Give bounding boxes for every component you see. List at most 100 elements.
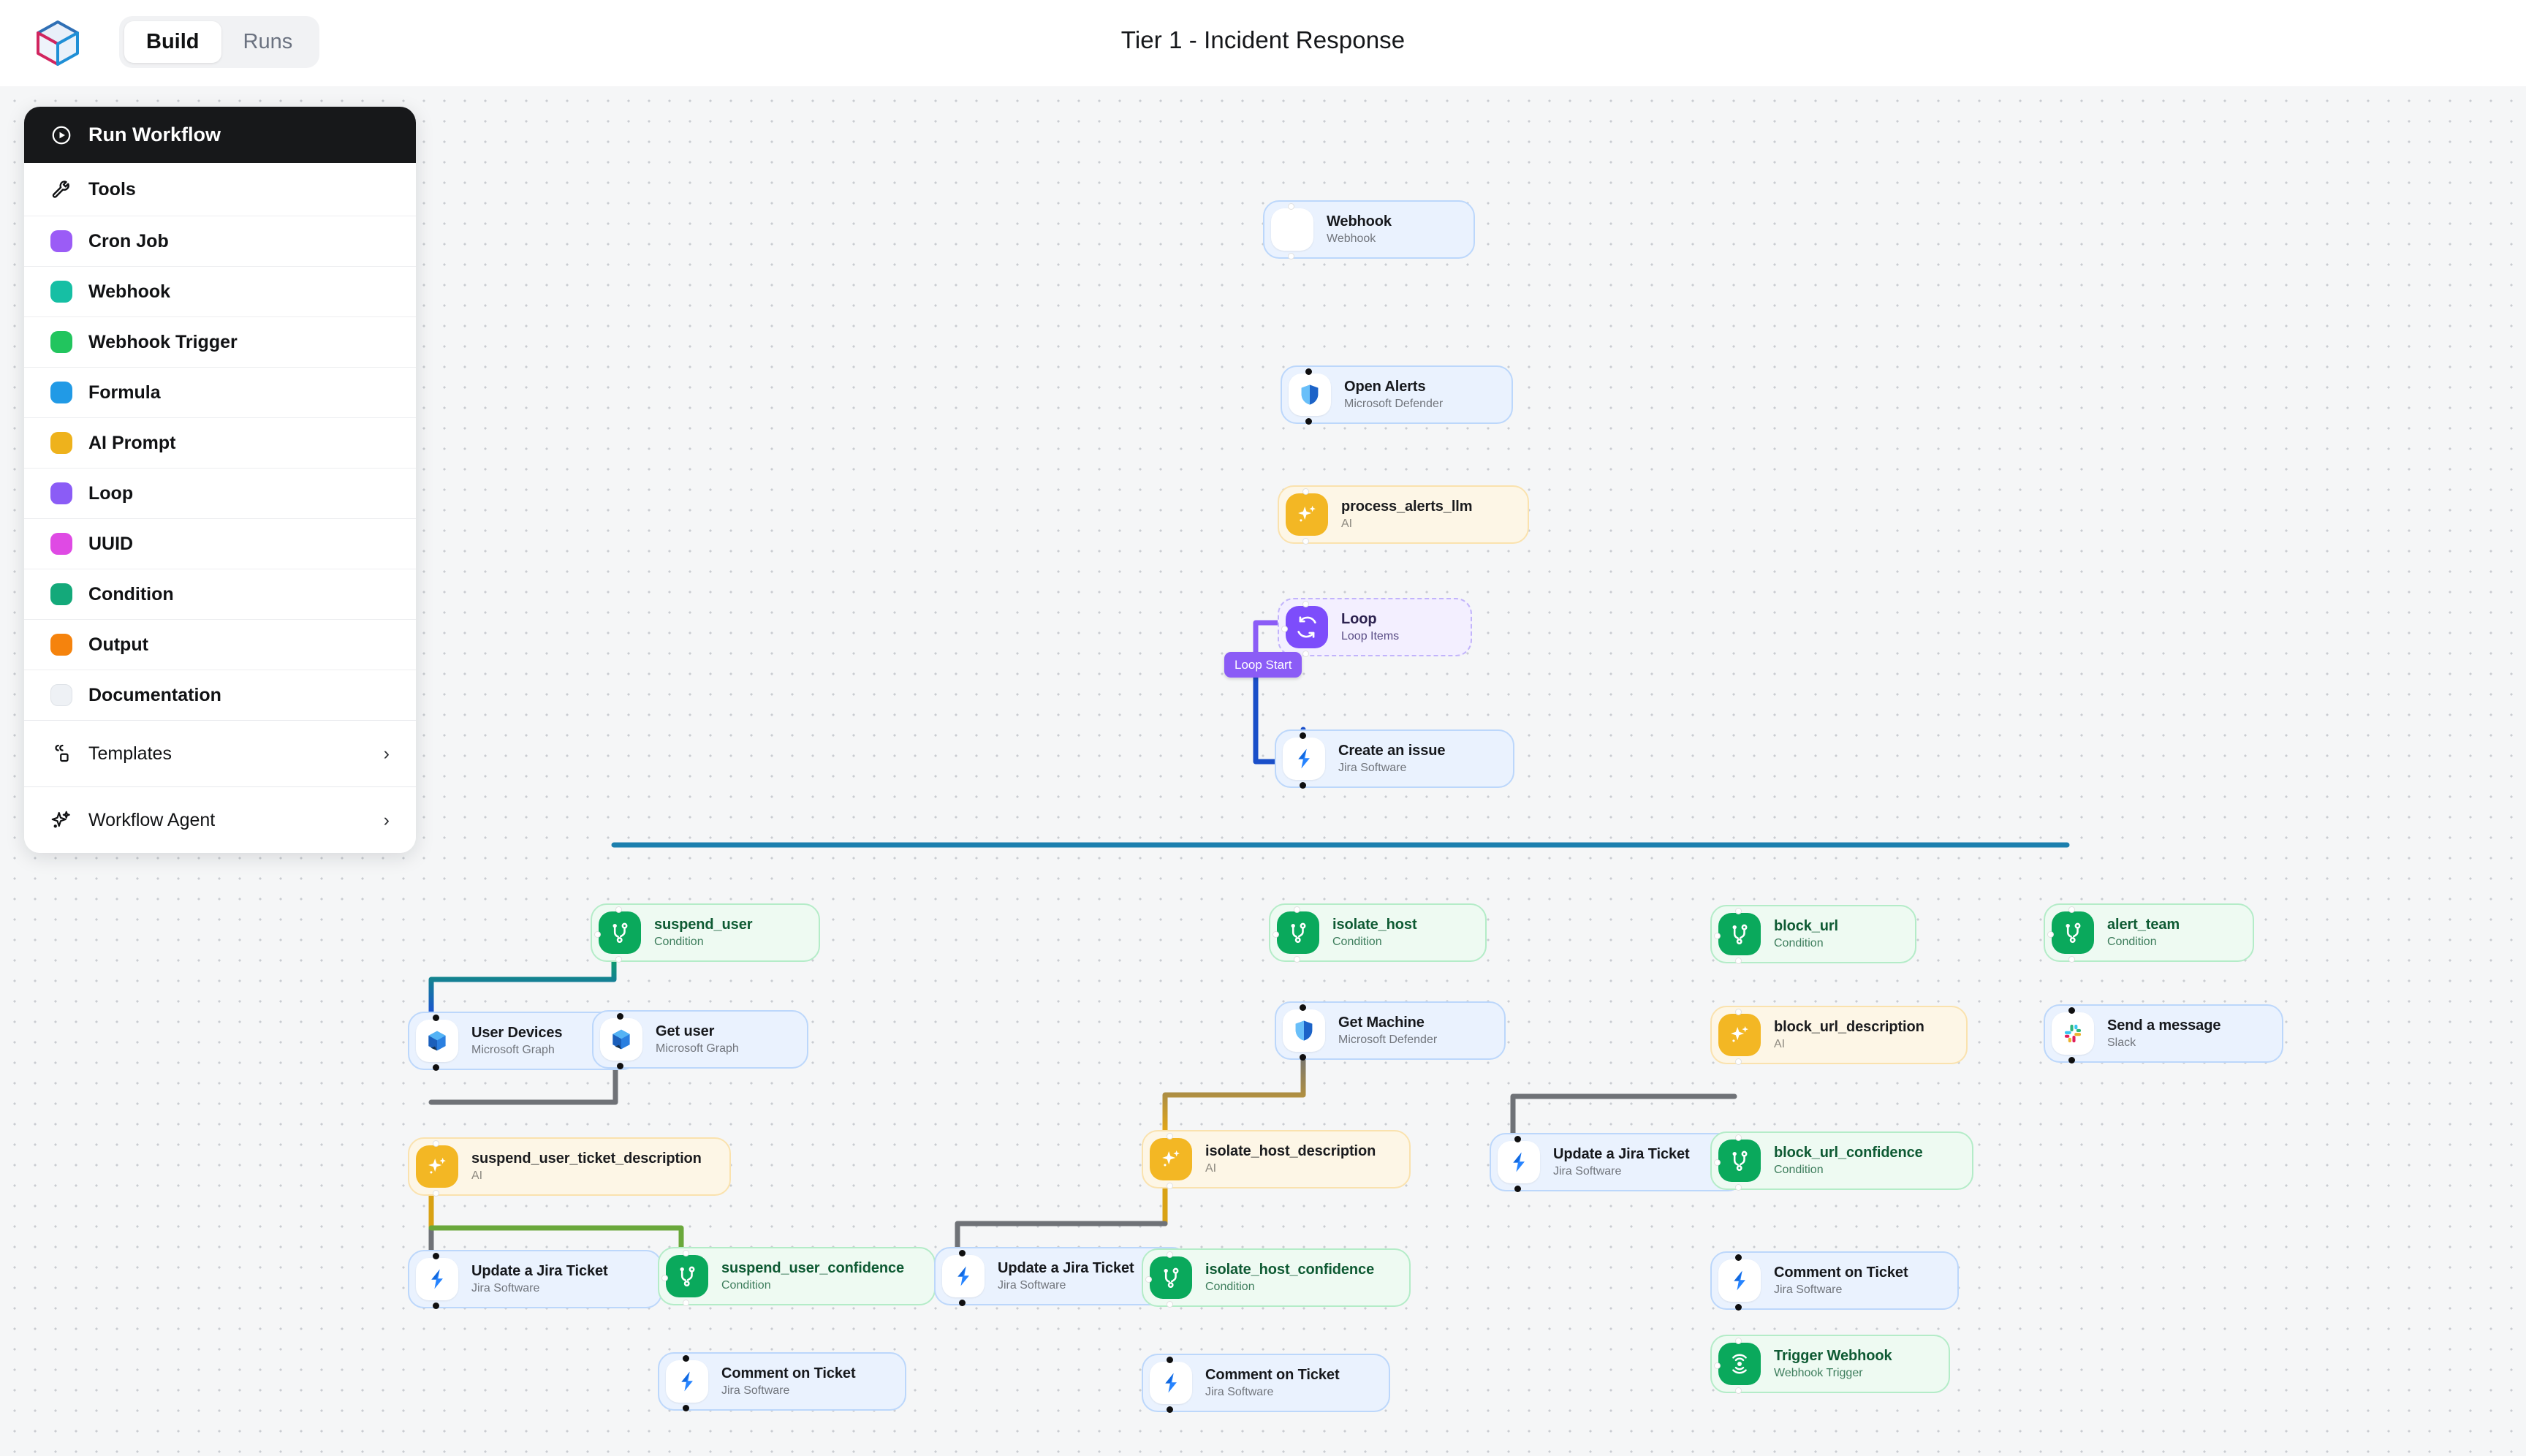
workflow-node-trig_right[interactable]: Trigger Webhook Webhook Trigger [1710, 1335, 1950, 1393]
workflow-node-webhook[interactable]: Webhook Webhook [1263, 200, 1475, 259]
node-handle-left[interactable] [1714, 1159, 1721, 1166]
node-handle-bottom[interactable] [616, 1063, 623, 1069]
node-handle-bottom[interactable] [1166, 1183, 1173, 1189]
node-handle-bottom[interactable] [1734, 1387, 1742, 1394]
workflow-node-block_desc[interactable]: block_url_description AI [1710, 1006, 1968, 1064]
node-handle-left[interactable] [594, 931, 601, 938]
workflow-node-create_issue[interactable]: Create an issue Jira Software [1275, 729, 1514, 788]
tool-item-loop[interactable]: Loop [24, 468, 416, 518]
node-handle-top[interactable] [682, 1355, 689, 1362]
workflow-node-suspend_user[interactable]: suspend_user Condition [591, 903, 820, 962]
tool-item-webhook-trigger[interactable]: Webhook Trigger [24, 316, 416, 367]
node-handle-top[interactable] [616, 1013, 623, 1020]
node-handle-bottom[interactable] [1734, 1058, 1742, 1065]
node-handle-left[interactable] [1145, 1276, 1152, 1283]
workflow-node-loop[interactable]: Loop Loop Items [1278, 598, 1472, 656]
node-handle-top[interactable] [1299, 1004, 1306, 1011]
view-tabs[interactable]: Build Runs [119, 16, 320, 68]
node-handle-bottom[interactable] [1734, 1304, 1742, 1311]
workflow-node-process_llm[interactable]: process_alerts_llm AI [1278, 485, 1529, 544]
nav-item-templates[interactable]: Templates › [24, 721, 416, 786]
node-handle-bottom[interactable] [1302, 651, 1309, 657]
workflow-node-alert_team[interactable]: alert_team Condition [2044, 903, 2254, 962]
tool-item-output[interactable]: Output [24, 619, 416, 670]
workflow-node-send_message[interactable]: Send a message Slack [2044, 1004, 2283, 1063]
node-handle-top[interactable] [615, 906, 622, 913]
node-handle-top[interactable] [1734, 1134, 1742, 1141]
node-handle-top[interactable] [1514, 1136, 1521, 1142]
node-handle-top[interactable] [432, 1253, 439, 1259]
node-handle-bottom[interactable] [615, 956, 622, 963]
node-handle-top[interactable] [1166, 1357, 1173, 1363]
node-handle-left[interactable] [2047, 931, 2054, 938]
node-handle-bottom[interactable] [1305, 418, 1312, 425]
node-handle-top[interactable] [432, 1140, 439, 1147]
node-handle-bottom[interactable] [1299, 782, 1306, 789]
workflow-node-block_url[interactable]: block_url Condition [1710, 905, 1916, 963]
tool-item-documentation[interactable]: Documentation [24, 670, 416, 720]
node-handle-top[interactable] [1734, 908, 1742, 914]
node-handle-top[interactable] [958, 1250, 966, 1256]
tool-item-formula[interactable]: Formula [24, 367, 416, 417]
node-handle-bottom[interactable] [1302, 538, 1309, 545]
node-handle-bottom[interactable] [1166, 1301, 1173, 1308]
node-handle-top[interactable] [1166, 1133, 1173, 1140]
node-handle-bottom[interactable] [682, 1405, 689, 1411]
node-handle-top[interactable] [1302, 601, 1309, 607]
run-workflow-button[interactable]: Run Workflow [24, 107, 416, 163]
node-handle-top[interactable] [1302, 488, 1309, 495]
workflow-node-jira_upd_left[interactable]: Update a Jira Ticket Jira Software [408, 1250, 662, 1308]
workflow-node-block_conf[interactable]: block_url_confidence Condition [1710, 1131, 1973, 1190]
node-handle-bottom[interactable] [432, 1303, 439, 1309]
node-handle-left[interactable] [1714, 933, 1721, 939]
tool-item-cron-job[interactable]: Cron Job [24, 216, 416, 266]
workflow-node-comment_left[interactable]: Comment on Ticket Jira Software [658, 1352, 906, 1411]
workflow-node-isolate_conf[interactable]: isolate_host_confidence Condition [1142, 1248, 1411, 1307]
node-handle-bottom[interactable] [1287, 253, 1294, 259]
workflow-node-get_user[interactable]: Get user Microsoft Graph [592, 1010, 808, 1069]
node-handle-bottom[interactable] [682, 1300, 689, 1306]
workflow-node-isolate_host[interactable]: isolate_host Condition [1269, 903, 1487, 962]
workflow-node-suspend_desc[interactable]: suspend_user_ticket_description AI [408, 1137, 731, 1196]
node-handle-bottom[interactable] [2068, 1057, 2075, 1063]
workflow-canvas[interactable]: Webhook Webhook Open Alerts Microsoft De… [0, 86, 2526, 1456]
workflow-node-comment_right[interactable]: Comment on Ticket Jira Software [1710, 1251, 1959, 1310]
node-handle-top[interactable] [432, 1015, 439, 1021]
node-handle-left[interactable] [661, 1275, 668, 1281]
node-handle-top[interactable] [1299, 732, 1306, 739]
node-handle-top[interactable] [1166, 1251, 1173, 1258]
node-handle-top[interactable] [1293, 906, 1300, 913]
node-handle-left[interactable] [1281, 626, 1288, 632]
node-handle-bottom[interactable] [432, 1190, 439, 1197]
node-handle-bottom[interactable] [1514, 1186, 1521, 1192]
node-handle-top[interactable] [2068, 906, 2075, 913]
node-handle-bottom[interactable] [1293, 956, 1300, 963]
workflow-node-comment_mid[interactable]: Comment on Ticket Jira Software [1142, 1354, 1390, 1412]
node-handle-top[interactable] [1734, 1338, 1742, 1344]
tool-item-uuid[interactable]: UUID [24, 518, 416, 569]
tool-item-condition[interactable]: Condition [24, 569, 416, 619]
workflow-node-suspend_conf[interactable]: suspend_user_confidence Condition [658, 1247, 936, 1305]
tab-runs[interactable]: Runs [243, 30, 293, 53]
node-handle-bottom[interactable] [1166, 1406, 1173, 1413]
workflow-node-jira_upd_mid[interactable]: Update a Jira Ticket Jira Software [1490, 1133, 1744, 1191]
tool-item-webhook[interactable]: Webhook [24, 266, 416, 316]
node-handle-left[interactable] [1273, 931, 1279, 938]
node-handle-top[interactable] [682, 1250, 689, 1256]
tool-item-ai-prompt[interactable]: AI Prompt [24, 417, 416, 468]
nav-item-workflow-agent[interactable]: Workflow Agent › [24, 786, 416, 853]
node-handle-bottom[interactable] [432, 1064, 439, 1071]
node-handle-bottom[interactable] [1734, 958, 1742, 964]
node-handle-bottom[interactable] [2068, 956, 2075, 963]
node-handle-bottom[interactable] [958, 1300, 966, 1306]
workflow-node-get_machine[interactable]: Get Machine Microsoft Defender [1275, 1001, 1506, 1060]
node-handle-top[interactable] [1734, 1254, 1742, 1261]
node-handle-bottom[interactable] [1734, 1184, 1742, 1191]
node-handle-top[interactable] [2068, 1007, 2075, 1014]
workflow-node-isolate_desc[interactable]: isolate_host_description AI [1142, 1130, 1411, 1188]
workflow-node-open_alerts[interactable]: Open Alerts Microsoft Defender [1281, 365, 1513, 424]
node-handle-top[interactable] [1287, 203, 1294, 210]
node-handle-left[interactable] [1714, 1362, 1721, 1369]
tab-build[interactable]: Build [124, 21, 221, 63]
